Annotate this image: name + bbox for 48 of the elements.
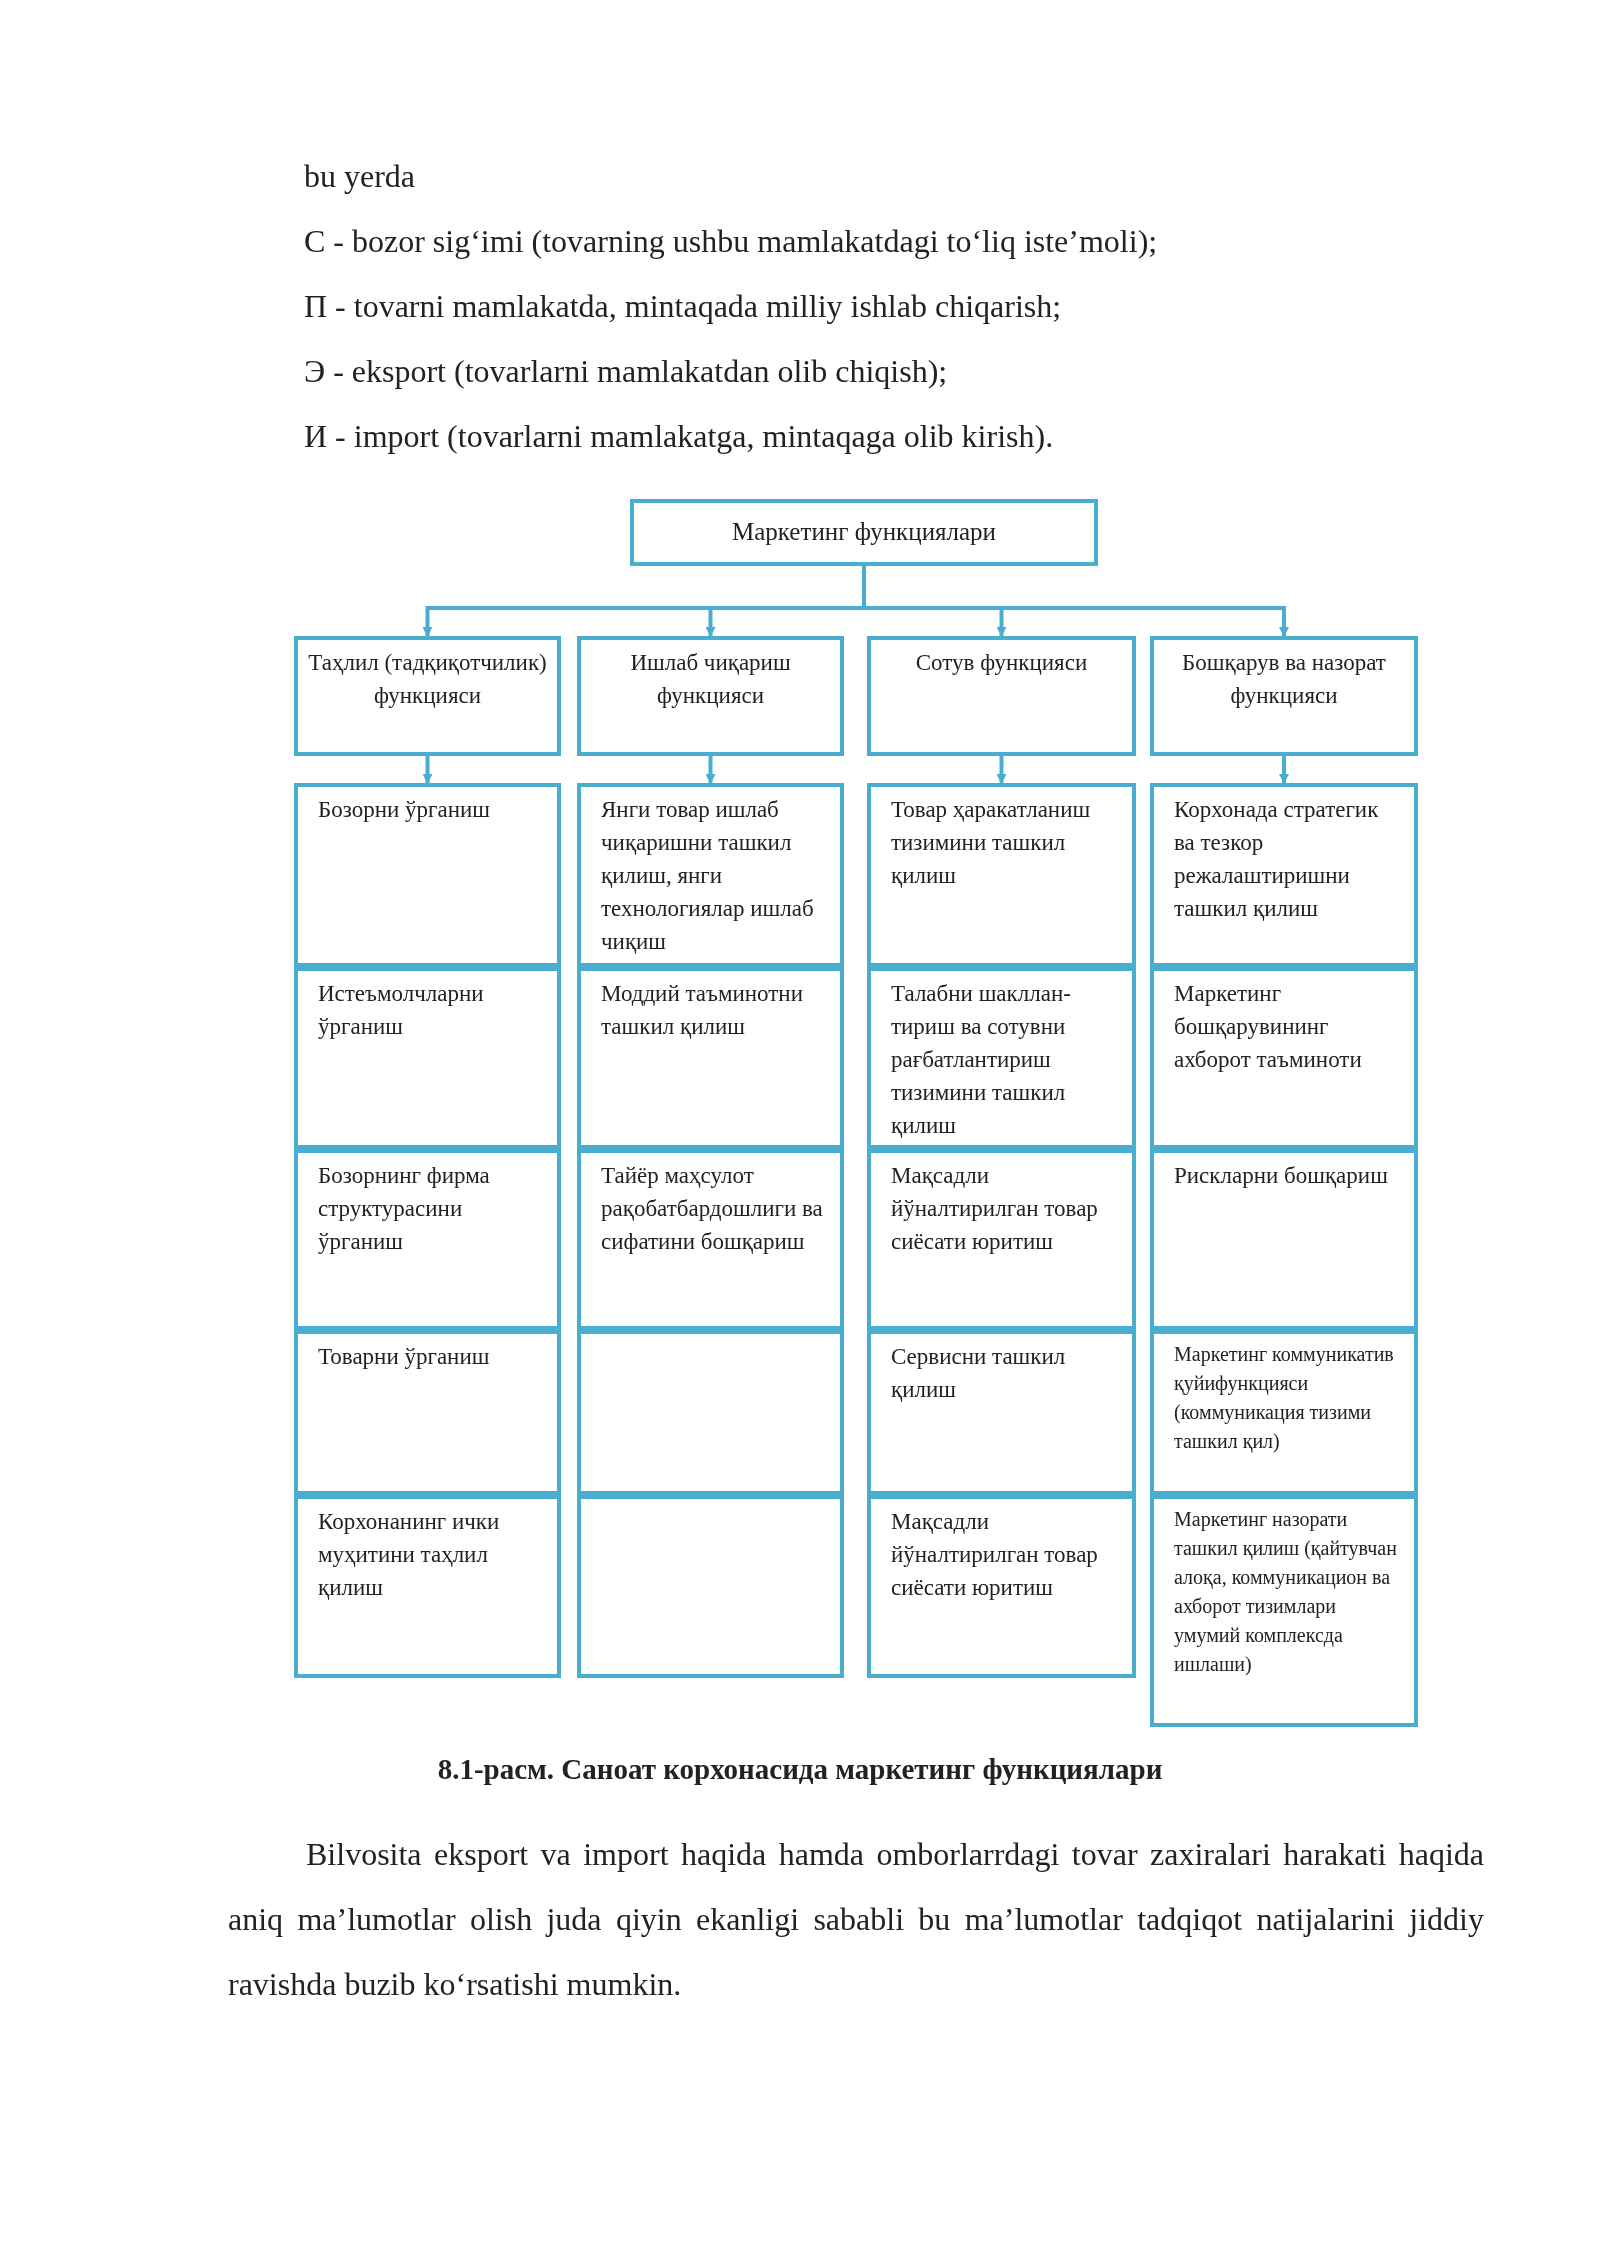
function-title: Таҳлил (тадқиқотчилик) функцияси — [308, 649, 547, 710]
arrow — [705, 756, 716, 784]
task-text: Моддий таъминотни ташкил қилиш — [601, 980, 804, 1041]
task-box — [577, 783, 844, 967]
empty-box — [577, 1495, 844, 1678]
task-text: Истеъмолчларни ўрганиш — [318, 980, 485, 1041]
task-text: Корхонанинг ички муҳитини таҳлил қилиш — [318, 1508, 501, 1602]
task-text: Товар ҳаракатланиш тизимини ташкил қилиш — [891, 796, 1092, 890]
task-text: Бозорни ўрганиш — [318, 796, 491, 824]
task-text: Маркетинг назорати ташкил қилиш (қайтувчан алоқа, коммуникацион ва ахборот тизимлари умумий комплексда ишлаши) — [1174, 1507, 1398, 1677]
definition-line: И - import (tovarlarni mamlakatga, mintaqaga olib kirish). — [304, 417, 1054, 456]
task-box — [1150, 783, 1418, 967]
task-text: Корхонада стратегик ва тезкор режалаштиришни ташкил қилиш — [1174, 796, 1380, 923]
task-box — [867, 783, 1136, 967]
paragraph: Bilvosita eksport va import haqida hamda omborlarrdagi tovar zaxiralari harakati haqida aniq ma’lumotlar olish juda qiyin ekanligi sababli bu ma’lumotlar tadqiqot natijalarini jiddiy ravishda buzib ko‘rsatishi mumkin. — [228, 1835, 1484, 2004]
definition-line: Э - eksport (tovarlarni mamlakatdan olib chiqish); — [304, 352, 948, 391]
function-title: Ишлаб чиқариш функцияси — [629, 649, 792, 710]
task-text: Бозорнинг фирма структурасини ўрганиш — [318, 1162, 491, 1256]
task-text: Тайёр маҳсулот рақобатбардошлиги ва сифатини бошқариш — [601, 1162, 824, 1256]
title-text: Маркетинг функциялари — [731, 517, 997, 547]
definition-line: С - bozor sig‘imi (tovarning ushbu mamlakatdagi to‘liq iste’moli); — [304, 222, 1158, 261]
task-box — [294, 1495, 561, 1678]
task-text: Янги товар ишлаб чиқаришни ташкил қилиш, янги технологиялар ишлаб чиқиш — [601, 796, 815, 956]
task-text: Маркетинг коммуникатив қуйифункцияси (коммуникация тизими ташкил қил) — [1174, 1342, 1395, 1455]
task-box — [1150, 1495, 1418, 1727]
task-text: Мақсадли йўналтирилган товар сиёсати юритиш — [891, 1508, 1099, 1602]
function-box — [294, 636, 561, 756]
arrow — [422, 756, 433, 784]
task-text: Мақсадли йўналтирилган товар сиёсати юритиш — [891, 1162, 1099, 1256]
arrow — [1279, 756, 1289, 784]
arrow — [996, 756, 1007, 784]
task-text: Маркетинг бошқарувининг ахборот таъминоти — [1174, 980, 1363, 1074]
title-box — [630, 499, 1098, 566]
function-box — [867, 636, 1136, 756]
task-text: Талабни шакллан-тириш ва сотувни рағбатлантириш тизимини ташкил қилиш — [891, 980, 1072, 1140]
arrow — [862, 566, 1289, 637]
text-line: bu yerda — [304, 157, 416, 196]
task-box — [867, 1495, 1136, 1678]
task-box — [294, 783, 561, 967]
function-box — [577, 636, 844, 756]
function-title: Бошқарув ва назорат функцияси — [1181, 649, 1387, 710]
figure-caption: 8.1-расм. Саноат корхонасида маркетинг функциялари — [436, 1752, 1164, 1787]
definition-line: П - tovarni mamlakatda, mintaqada milliy ishlab chiqarish; — [304, 287, 1062, 326]
task-text: Сервисни ташкил қилиш — [891, 1343, 1067, 1404]
task-text: Товарни ўрганиш — [318, 1343, 491, 1371]
task-text: Рискларни бошқариш — [1174, 1162, 1389, 1190]
function-box — [1150, 636, 1418, 756]
function-title: Сотув функцияси — [914, 649, 1089, 677]
